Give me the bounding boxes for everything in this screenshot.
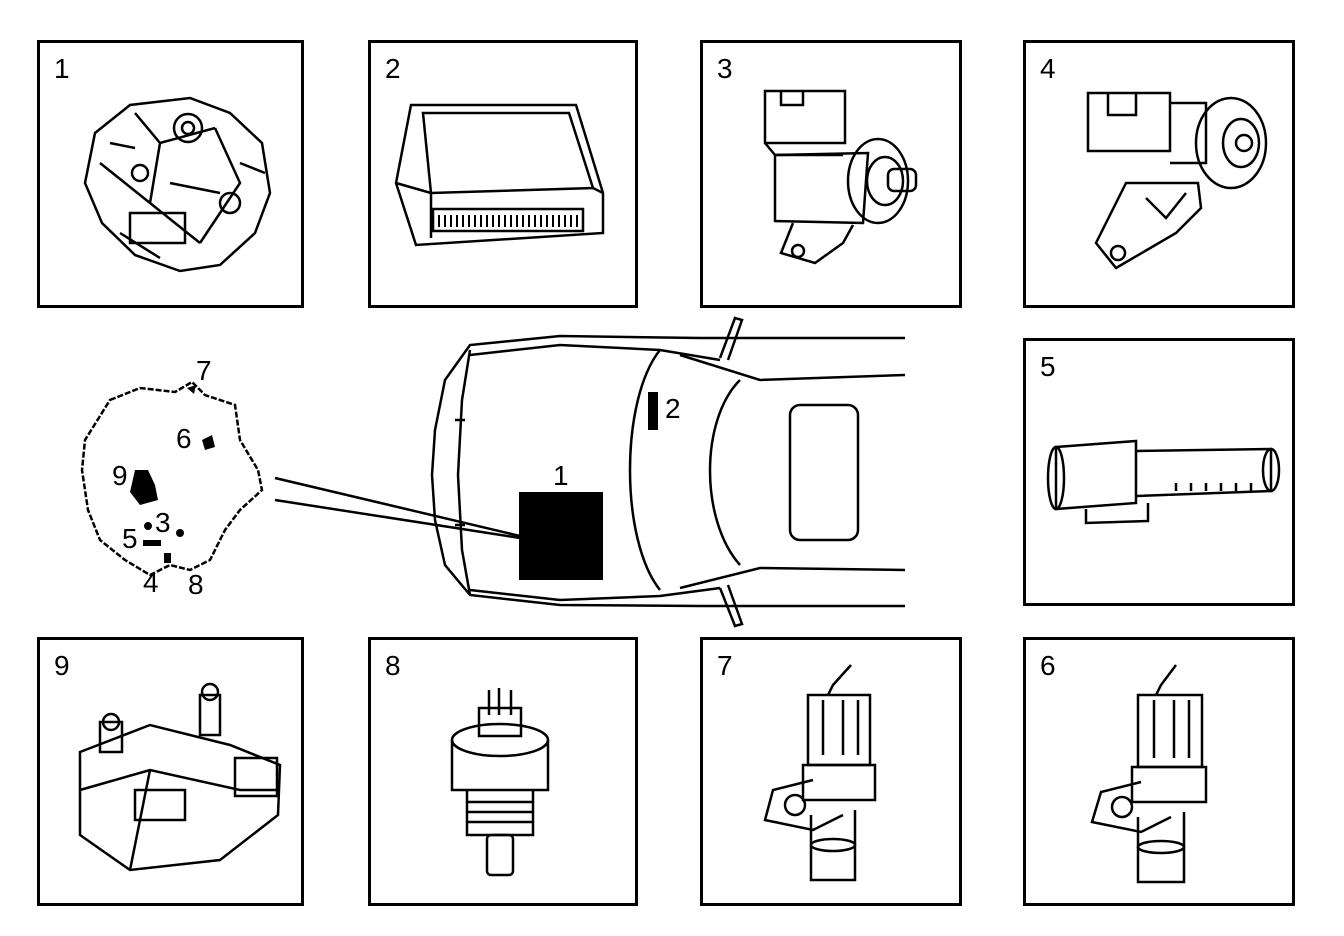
panel-number: 8: [385, 650, 401, 681]
marker-3: [176, 529, 184, 537]
panel-7: 7: [700, 637, 962, 906]
marker-6: [202, 435, 215, 450]
map-label-9: 9: [112, 460, 128, 491]
pressure-switch-icon: [450, 688, 550, 877]
panel-number: 6: [1040, 650, 1056, 681]
map-label-4: 4: [143, 567, 159, 598]
marker-9: [130, 470, 158, 505]
map-label-7: 7: [196, 355, 212, 386]
pointer-lines: [274, 476, 521, 540]
panel-4: 4: [1023, 40, 1295, 308]
map-label-5: 5: [122, 523, 138, 554]
panel-3: 3: [700, 40, 962, 308]
map-label-3: 3: [155, 507, 171, 538]
speed-sensor-icon: [1090, 664, 1208, 884]
panel-number: 9: [54, 650, 70, 681]
transmission-icon: [83, 96, 272, 273]
panel-6: 6: [1023, 637, 1295, 906]
marker-5: [144, 522, 152, 530]
transmission-outline: 7 6 9 3 5 4 8: [80, 355, 264, 600]
panel-number: 3: [717, 53, 733, 84]
panel-number: 2: [385, 53, 401, 84]
panel-5: 5: [1023, 338, 1295, 606]
panel-number: 7: [717, 650, 733, 681]
marker-4: [143, 540, 161, 546]
car-outline: [430, 316, 906, 628]
panel-number: 4: [1040, 53, 1056, 84]
control-module-icon: [394, 103, 605, 247]
marker-7: [187, 385, 196, 394]
panel-2: 2: [368, 40, 638, 308]
solenoid-valve-icon: [763, 89, 918, 265]
panel-9: 9: [37, 637, 304, 906]
map-label-6: 6: [176, 423, 192, 454]
panel-1: 1: [37, 40, 304, 308]
speed-sensor-icon: [763, 664, 877, 882]
map-label-8: 8: [188, 569, 204, 600]
car-label-1: 1: [553, 460, 569, 491]
car-label-2: 2: [665, 393, 681, 424]
panel-8: 8: [368, 637, 638, 906]
module-location-marker: [648, 392, 658, 430]
panel-number: 5: [1040, 351, 1056, 382]
solenoid-tube-icon: [1046, 439, 1281, 525]
position-switch-icon: [78, 682, 282, 872]
panel-number: 1: [54, 53, 70, 84]
solenoid-valve-bracket-icon: [1086, 91, 1268, 270]
marker-8: [164, 553, 171, 563]
transmission-location-marker: [519, 492, 603, 580]
